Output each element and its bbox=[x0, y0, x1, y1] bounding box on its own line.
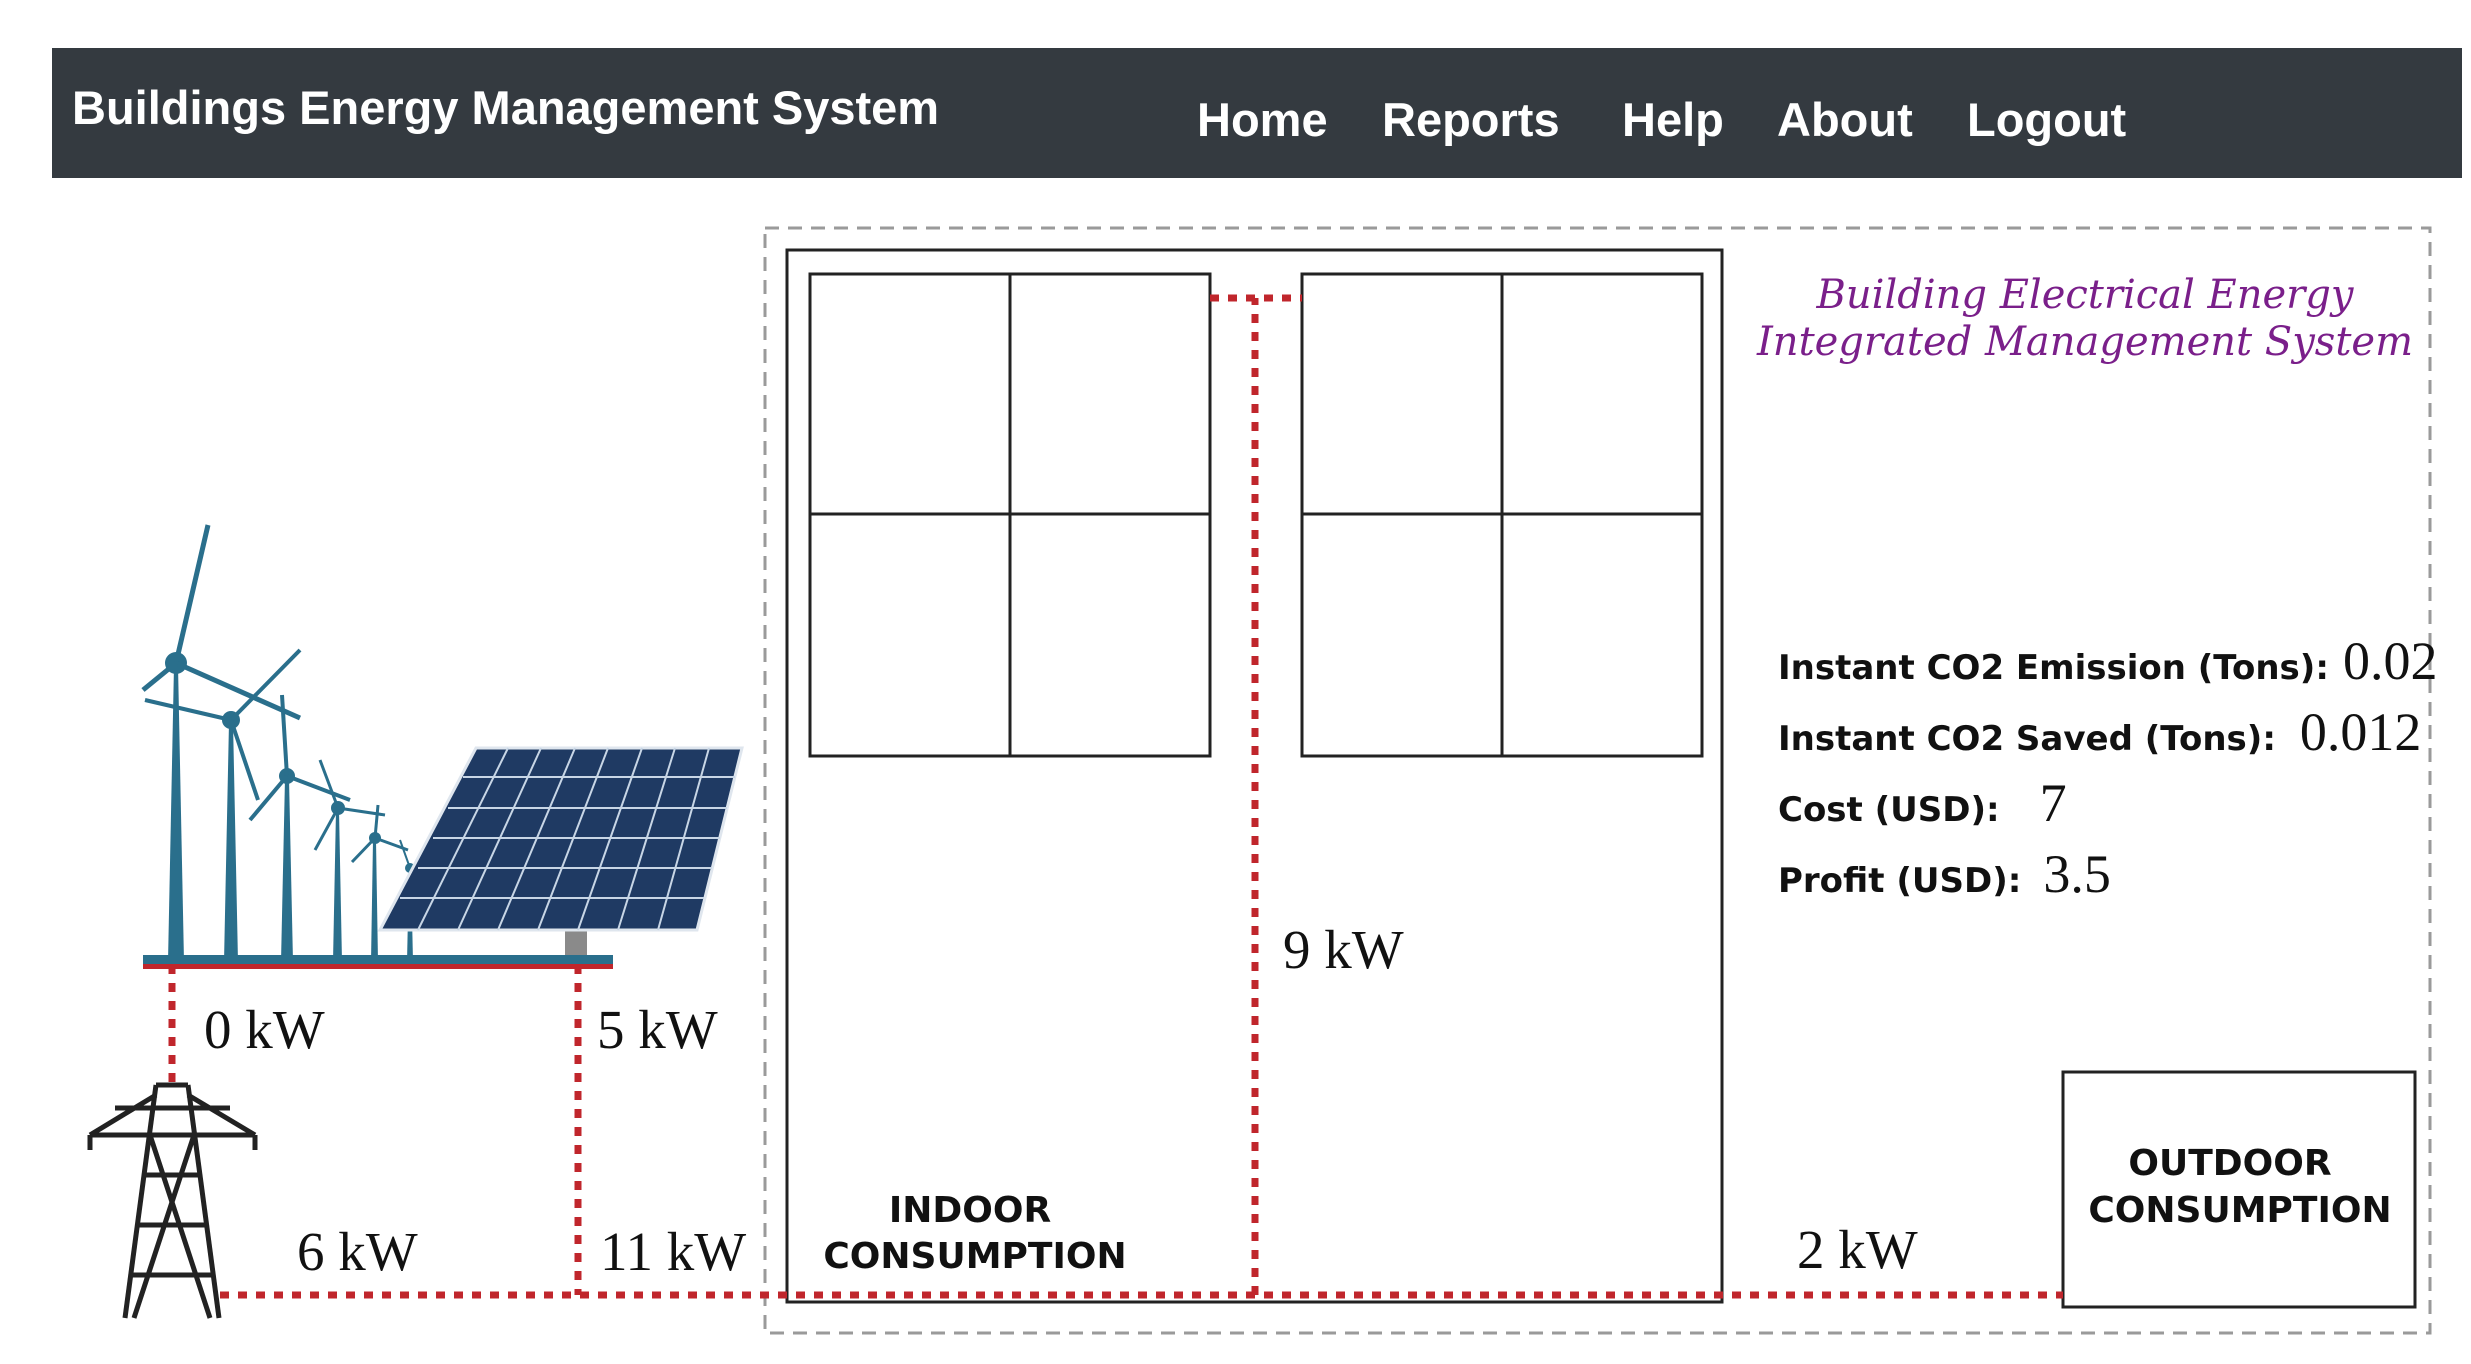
nav-help[interactable]: Help bbox=[1622, 93, 1724, 146]
room-grid-right[interactable] bbox=[1300, 272, 1704, 758]
indoor-label-line1: INDOOR bbox=[889, 1190, 1051, 1231]
building-boundary bbox=[763, 226, 2432, 1335]
brand-line-1: Building Electrical Energy bbox=[1816, 272, 2355, 318]
profit-row: Profit (USD): 3.5 bbox=[1778, 843, 2418, 914]
profit-value: 3.5 bbox=[2043, 844, 2111, 904]
cost-value: 7 bbox=[2039, 773, 2067, 833]
generation-ground-bar bbox=[143, 955, 613, 966]
outdoor-label-line2: CONSUMPTION bbox=[2088, 1190, 2391, 1231]
transmission-tower-icon bbox=[87, 1082, 258, 1319]
indoor-building[interactable] bbox=[785, 248, 1724, 1304]
room-grid-left[interactable] bbox=[808, 272, 1212, 758]
top-navbar: Buildings Energy Management System Home … bbox=[52, 48, 2462, 178]
co2-emission-value: 0.02 bbox=[2342, 631, 2438, 691]
stats-panel: Instant CO2 Emission (Tons): 0.02 Instan… bbox=[1778, 630, 2437, 914]
co2-saved-row: Instant CO2 Saved (Tons): 0.012 bbox=[1778, 701, 2421, 772]
power-lines bbox=[168, 294, 2063, 1299]
nav-about[interactable]: About bbox=[1777, 93, 1913, 146]
co2-saved-value: 0.012 bbox=[2299, 702, 2422, 762]
co2-saved-label: Instant CO2 Saved (Tons): bbox=[1778, 719, 2276, 759]
nav-reports[interactable]: Reports bbox=[1382, 93, 1560, 146]
app-title: Buildings Energy Management System bbox=[72, 81, 940, 134]
grid-power-label: 6 kW bbox=[297, 1221, 418, 1282]
wind-turbines-icon bbox=[141, 524, 433, 962]
indoor-zone-power-label: 9 kW bbox=[1283, 919, 1404, 980]
profit-label: Profit (USD): bbox=[1778, 861, 2022, 901]
cost-row: Cost (USD): 7 bbox=[1778, 772, 2418, 843]
nav-logout[interactable]: Logout bbox=[1967, 93, 2127, 146]
outdoor-label-line1: OUTDOOR bbox=[2128, 1143, 2331, 1184]
outdoor-power-label: 2 kW bbox=[1797, 1219, 1918, 1280]
solar-power-label: 5 kW bbox=[597, 999, 718, 1060]
total-supply-label: 11 kW bbox=[600, 1221, 746, 1282]
brand-line-2: Integrated Management System bbox=[1756, 319, 2413, 365]
solar-panel-icon bbox=[377, 746, 744, 962]
co2-emission-row: Instant CO2 Emission (Tons): 0.02 bbox=[1778, 630, 2437, 701]
nav-home[interactable]: Home bbox=[1197, 93, 1328, 146]
co2-emission-label: Instant CO2 Emission (Tons): bbox=[1778, 648, 2329, 688]
wind-power-label: 0 kW bbox=[204, 999, 325, 1060]
indoor-label-line2: CONSUMPTION bbox=[823, 1236, 1126, 1277]
cost-label: Cost (USD): bbox=[1778, 790, 2000, 830]
outdoor-consumption-box[interactable] bbox=[2061, 1070, 2417, 1309]
